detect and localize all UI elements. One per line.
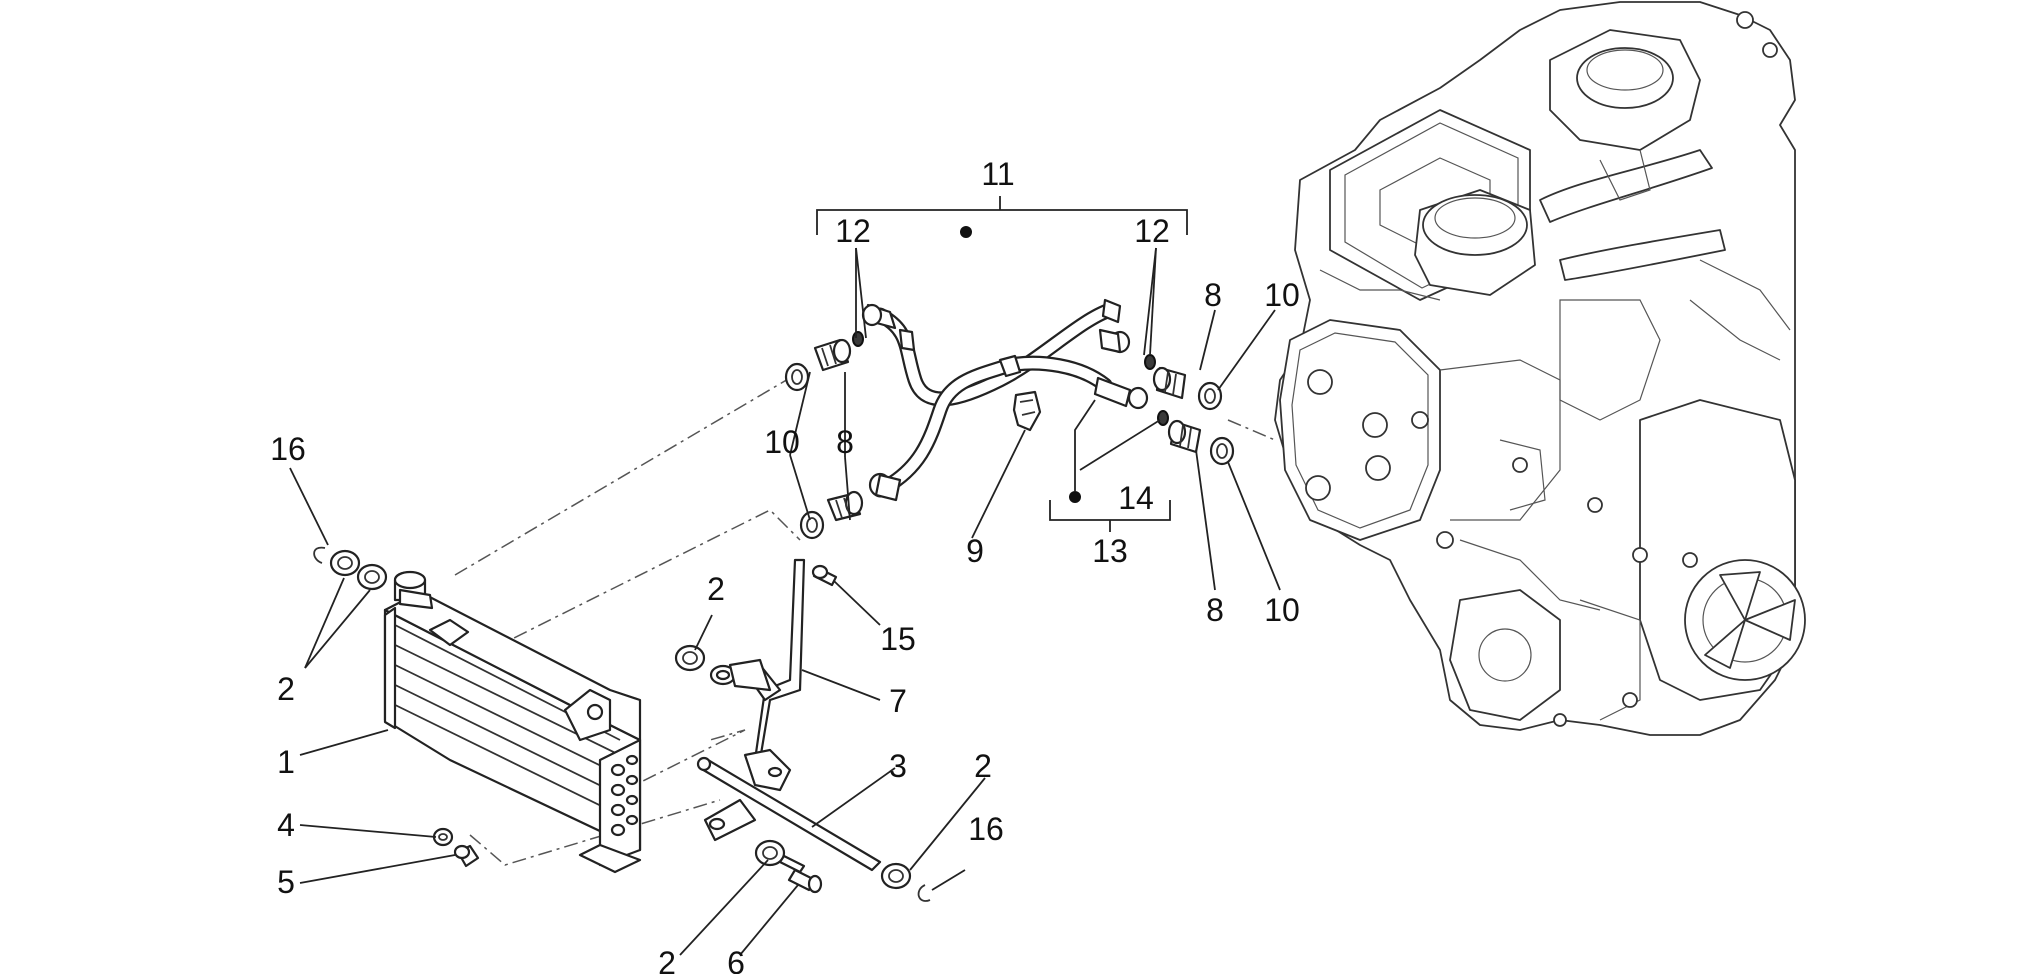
callout-1: 1 <box>277 744 295 780</box>
union-lower-right <box>1167 419 1202 454</box>
kit-dot-11 <box>960 226 972 238</box>
assembly-lines <box>454 374 1276 866</box>
grommet-c <box>674 644 706 672</box>
callout-16-top: 16 <box>270 431 306 467</box>
callout-8-bottom-right: 8 <box>1206 592 1224 628</box>
kit-bracket-13 <box>1049 491 1171 532</box>
grommet-a <box>329 549 361 577</box>
union-fittings <box>813 338 1202 522</box>
grommets <box>329 549 912 890</box>
callout-15: 15 <box>880 621 916 657</box>
callout-16-bottom: 16 <box>968 811 1004 847</box>
callout-2-left: 2 <box>277 671 295 707</box>
callout-11: 11 <box>981 156 1014 192</box>
bracket-assembly <box>703 558 806 842</box>
callout-10-left: 10 <box>764 424 800 460</box>
callout-6: 6 <box>727 945 745 974</box>
oil-pipes <box>861 298 1149 502</box>
grommet-e <box>880 862 912 890</box>
pipe-clip-9 <box>1012 390 1042 432</box>
union-lower-left <box>826 490 864 522</box>
callout-10-bottom-right: 10 <box>1264 592 1300 628</box>
callout-2-bottom-left: 2 <box>658 945 676 974</box>
grommet-d <box>754 839 786 867</box>
callout-8-top-right: 8 <box>1204 277 1222 313</box>
grommet-b <box>356 563 388 591</box>
callout-13: 13 <box>1092 533 1128 569</box>
washer-4 <box>432 827 454 847</box>
callout-5: 5 <box>277 864 295 900</box>
sealing-washers <box>784 362 1235 540</box>
leader-lines <box>289 247 1281 956</box>
bolt-15 <box>811 564 838 587</box>
callout-labels: 16 2 1 4 5 2 6 3 2 16 7 15 2 11 12 12 8 … <box>270 156 1300 974</box>
callout-2-right: 2 <box>974 748 992 784</box>
circlips <box>313 546 931 902</box>
callout-14: 14 <box>1118 480 1154 516</box>
union-upper-left <box>813 338 852 372</box>
kit-dot-13 <box>1069 491 1081 503</box>
callout-4: 4 <box>277 807 295 843</box>
screw-5 <box>453 844 480 868</box>
callout-12-right: 12 <box>1134 213 1170 249</box>
bolt-6 <box>778 854 823 894</box>
engine-block <box>1274 1 1806 736</box>
support-bar <box>696 756 882 872</box>
kit-bracket-11 <box>816 196 1188 238</box>
callout-2-middle: 2 <box>707 571 725 607</box>
union-upper-right <box>1152 366 1187 400</box>
callout-10-top-right: 10 <box>1264 277 1300 313</box>
callout-12-left: 12 <box>835 213 871 249</box>
callout-9: 9 <box>966 533 984 569</box>
callout-3: 3 <box>889 748 907 784</box>
oil-cooler-radiator <box>383 570 642 874</box>
callout-7: 7 <box>889 683 907 719</box>
callout-8-left: 8 <box>836 424 854 460</box>
